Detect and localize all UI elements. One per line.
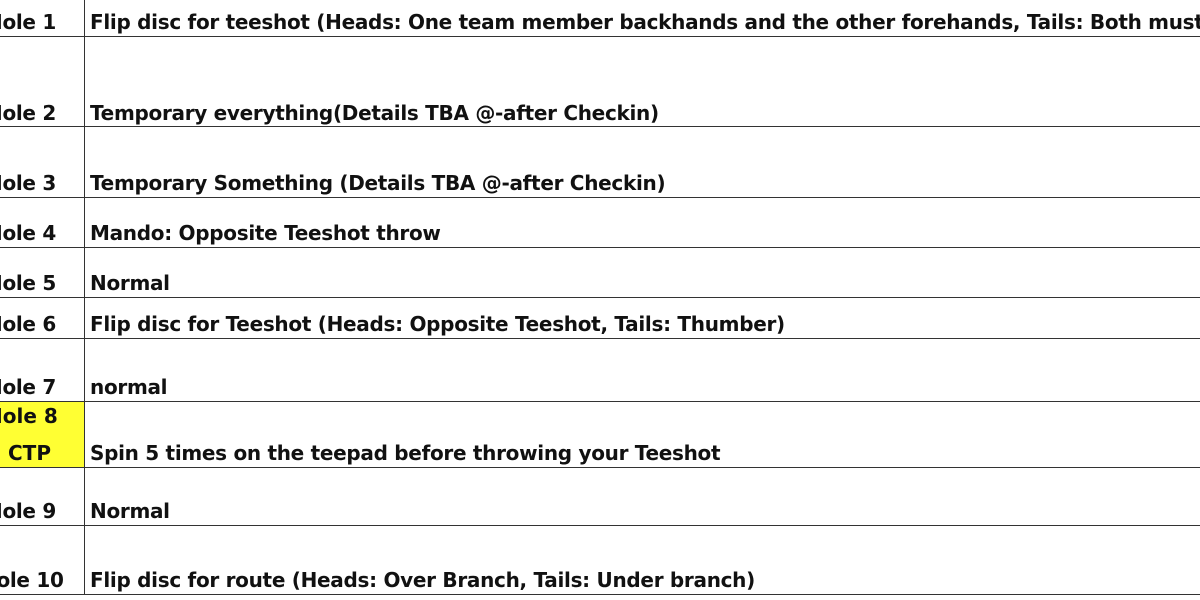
table-row[interactable]: Hole 3 Temporary Something (Details TBA …: [0, 127, 1200, 198]
hole-label: Hole 7: [0, 375, 56, 399]
hole-cell-highlighted[interactable]: Hole 8 CTP: [0, 402, 85, 467]
hole-cell[interactable]: Hole 3: [0, 127, 85, 197]
hole-label: Hole 4: [0, 221, 56, 245]
table-row[interactable]: Hole 9 Normal: [0, 468, 1200, 526]
hole-cell[interactable]: Hole 6: [0, 298, 85, 338]
ctp-label: CTP: [8, 441, 51, 465]
hole-label: Hole 9: [0, 499, 56, 523]
table-row[interactable]: Hole 5 Normal: [0, 248, 1200, 298]
rule-cell[interactable]: Flip disc for route (Heads: Over Branch,…: [90, 568, 755, 592]
rule-cell[interactable]: Flip disc for teeshot (Heads: One team m…: [90, 10, 1200, 34]
hole-cell[interactable]: Hole 7: [0, 339, 85, 401]
table-row[interactable]: Hole 2 Temporary everything(Details TBA …: [0, 37, 1200, 127]
hole-cell[interactable]: Hole 10: [0, 526, 85, 594]
rule-cell[interactable]: normal: [90, 375, 168, 399]
hole-label: Hole 1: [0, 10, 56, 34]
table-row[interactable]: Hole 6 Flip disc for Teeshot (Heads: Opp…: [0, 298, 1200, 339]
rule-cell[interactable]: Spin 5 times on the teepad before throwi…: [90, 441, 721, 465]
rule-cell[interactable]: Flip disc for Teeshot (Heads: Opposite T…: [90, 312, 785, 336]
rule-cell[interactable]: Temporary everything(Details TBA @-after…: [90, 101, 659, 125]
table-row[interactable]: Hole 1 Flip disc for teeshot (Heads: One…: [0, 0, 1200, 37]
hole-cell[interactable]: Hole 4: [0, 198, 85, 247]
hole-label: Hole 5: [0, 271, 56, 295]
hole-label: Hole 3: [0, 171, 56, 195]
rule-cell[interactable]: Temporary Something (Details TBA @-after…: [90, 171, 666, 195]
hole-label: Hole 2: [0, 101, 56, 125]
hole-label: Hole 10: [0, 568, 64, 592]
rule-cell[interactable]: Normal: [90, 499, 170, 523]
hole-cell[interactable]: Hole 5: [0, 248, 85, 297]
hole-cell[interactable]: Hole 9: [0, 468, 85, 525]
hole-label: Hole 6: [0, 312, 56, 336]
table-row[interactable]: Hole 7 normal: [0, 339, 1200, 402]
hole-cell[interactable]: Hole 2: [0, 37, 85, 126]
rule-cell[interactable]: Normal: [90, 271, 170, 295]
table-row[interactable]: Hole 10 Flip disc for route (Heads: Over…: [0, 526, 1200, 595]
rule-cell[interactable]: Mando: Opposite Teeshot throw: [90, 221, 441, 245]
hole-cell[interactable]: Hole 1: [0, 0, 85, 36]
table-row[interactable]: Hole 8 CTP Spin 5 times on the teepad be…: [0, 402, 1200, 468]
table-row[interactable]: Hole 4 Mando: Opposite Teeshot throw: [0, 198, 1200, 248]
hole-label: Hole 8: [0, 404, 58, 428]
